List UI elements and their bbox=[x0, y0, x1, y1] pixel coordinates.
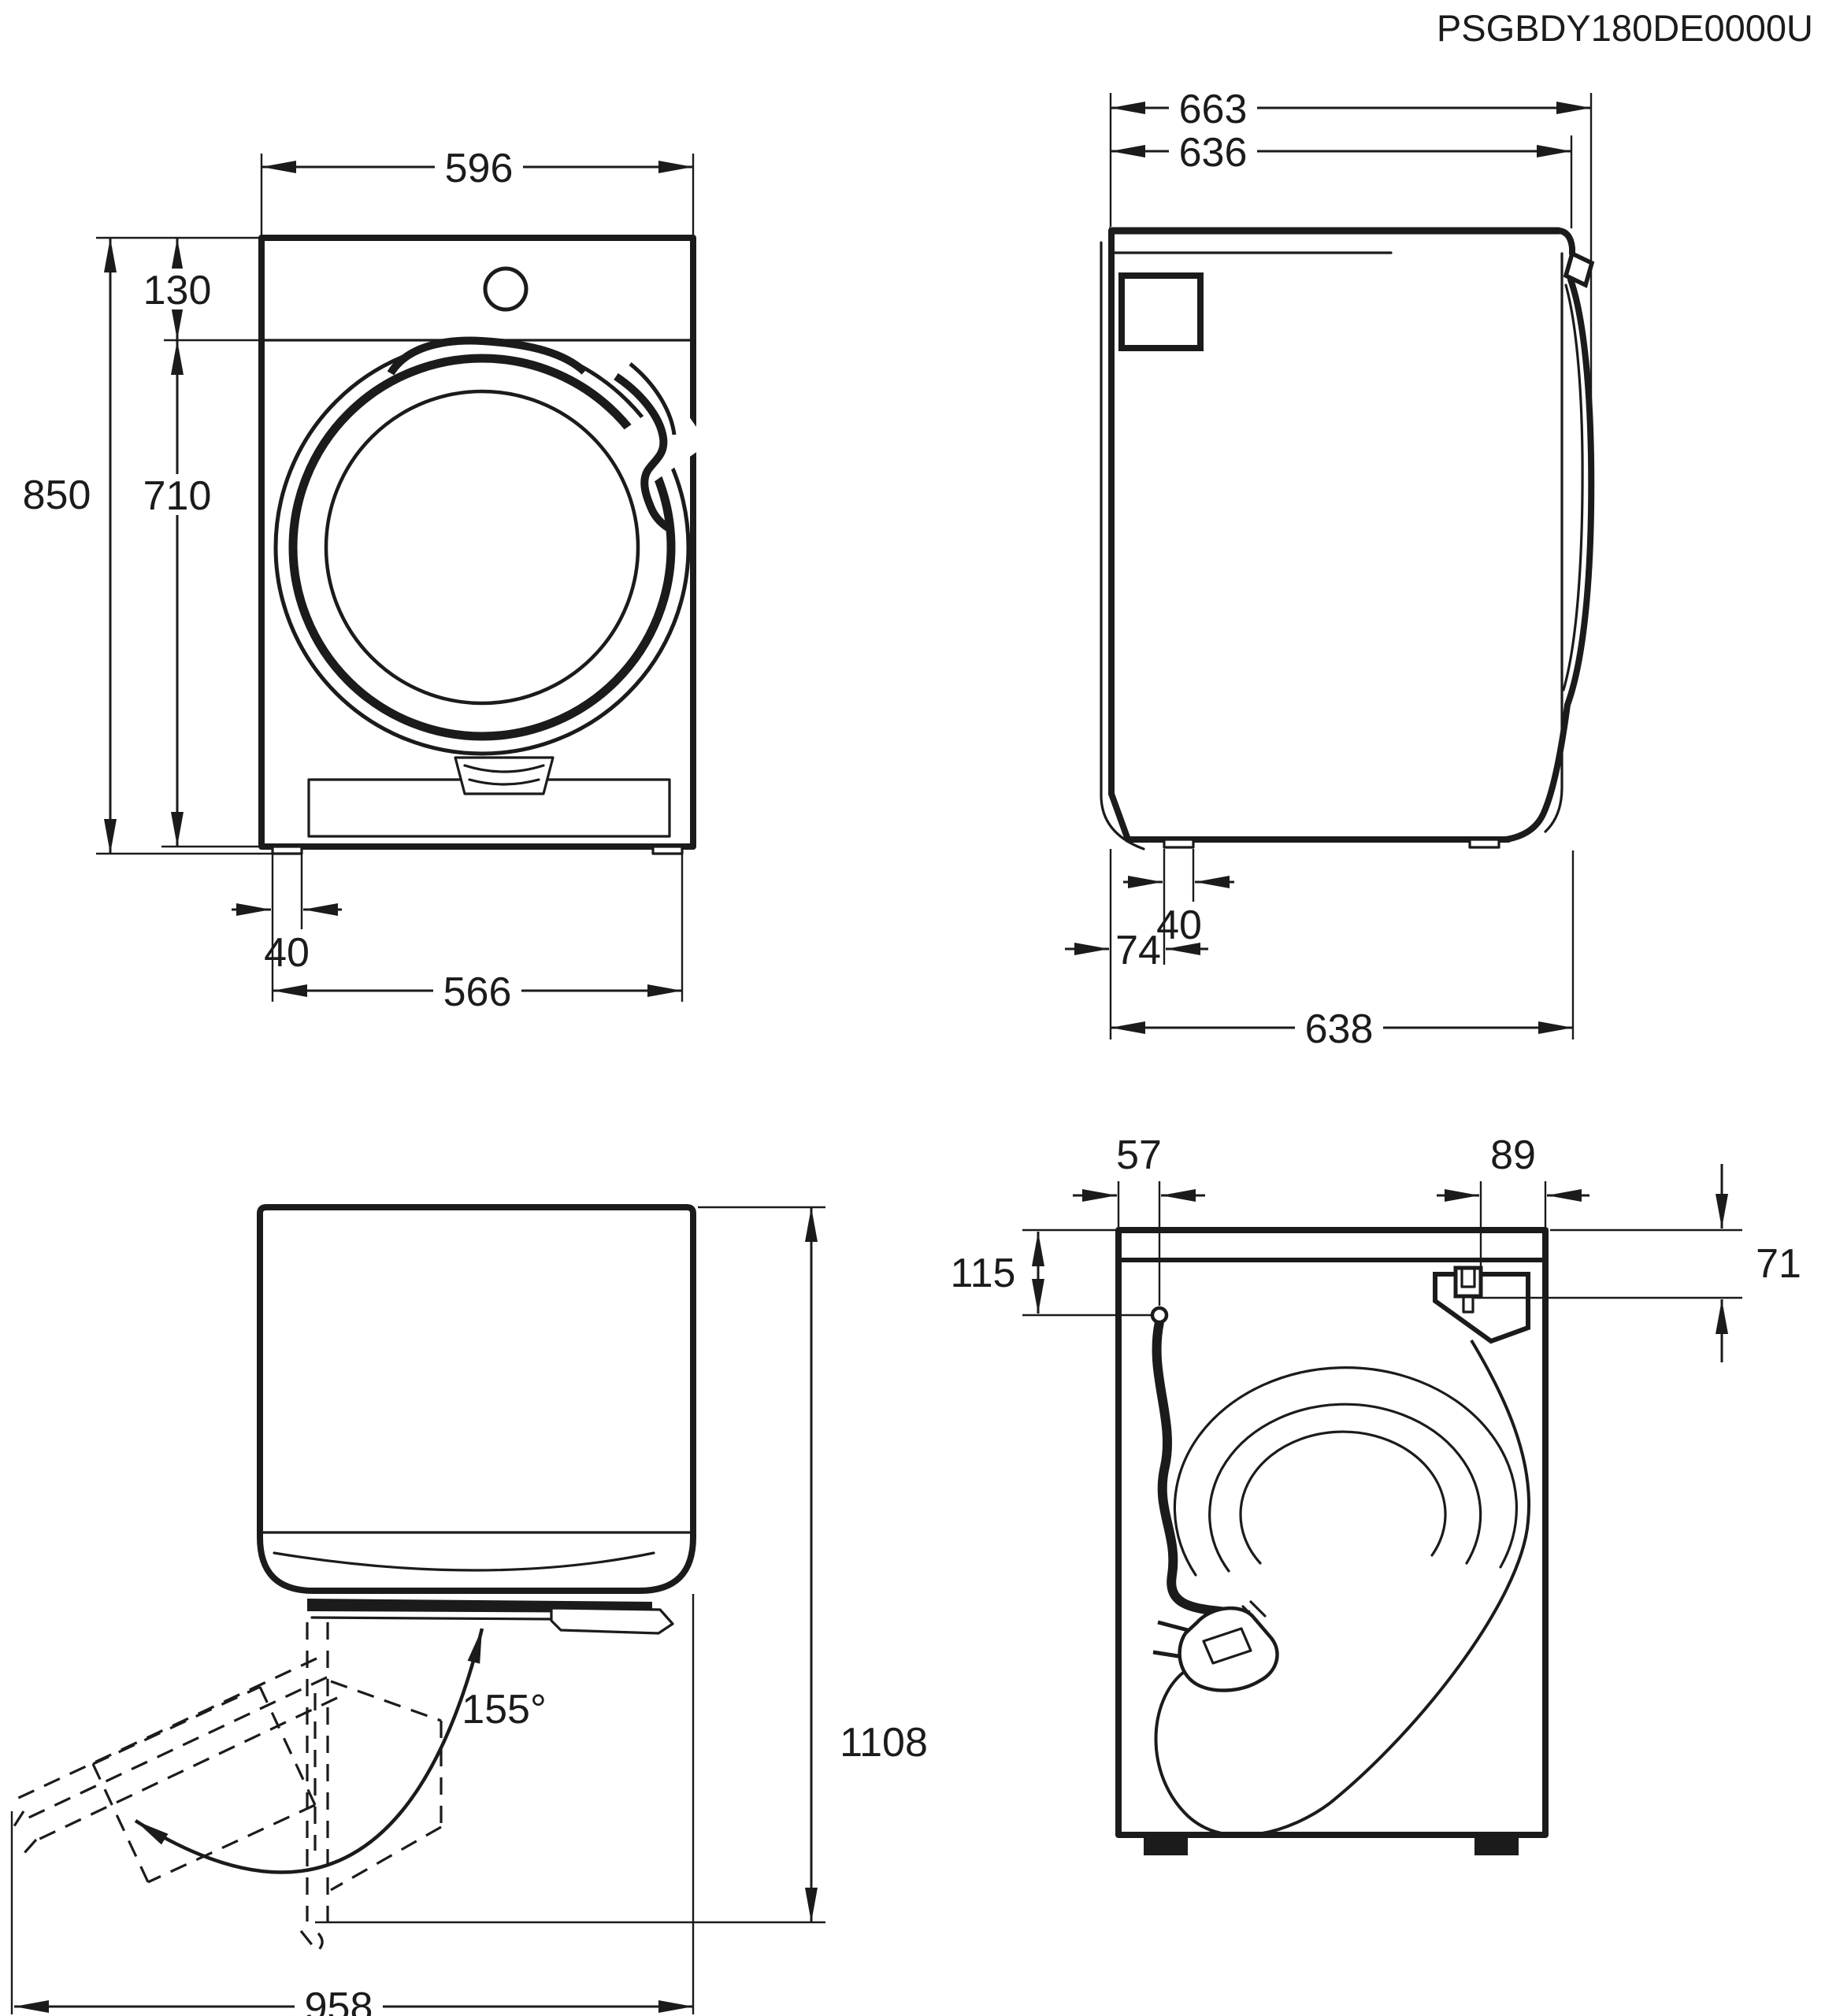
dim-rear-cord-from-top: 115 bbox=[951, 1228, 1151, 1317]
door-latch-notch bbox=[614, 372, 670, 532]
rear-cabinet-outline bbox=[1115, 1227, 1549, 1838]
dim-side-foot-width: 40 bbox=[1123, 849, 1234, 965]
dim-side-body-depth: 636 bbox=[1111, 130, 1573, 228]
dim-label-130: 130 bbox=[143, 268, 212, 313]
side-back-cover bbox=[1100, 241, 1145, 850]
front-right-foot bbox=[651, 845, 684, 855]
dim-label-636: 636 bbox=[1179, 130, 1248, 176]
dim-front-foot-width: 40 bbox=[232, 854, 342, 1002]
dim-front-total-height: 850 bbox=[23, 238, 277, 855]
dim-label-850: 850 bbox=[23, 472, 91, 518]
dim-label-1108: 1108 bbox=[840, 1720, 928, 1766]
drain-hose-connector bbox=[1453, 1266, 1483, 1299]
dim-label-40-front: 40 bbox=[264, 930, 310, 976]
dim-label-663: 663 bbox=[1179, 87, 1248, 132]
dim-label-958: 958 bbox=[305, 1984, 373, 2016]
dim-label-40-side: 40 bbox=[1156, 902, 1202, 948]
door-swing-arc bbox=[134, 1628, 484, 1874]
dim-label-71: 71 bbox=[1756, 1241, 1801, 1287]
dim-label-89: 89 bbox=[1490, 1132, 1536, 1178]
top-door-handle bbox=[550, 1606, 674, 1635]
dim-label-74: 74 bbox=[1115, 928, 1161, 973]
drain-hose bbox=[1154, 1339, 1530, 1837]
dim-front-feet-span: 566 bbox=[273, 854, 684, 1015]
dim-label-155deg: 155° bbox=[462, 1687, 547, 1732]
front-view: 596 130 710 850 40 bbox=[23, 146, 709, 1015]
part-number: PSGBDY180DE0000U bbox=[1437, 7, 1813, 49]
dim-label-638: 638 bbox=[1305, 1006, 1374, 1052]
power-cord bbox=[1152, 1321, 1251, 1620]
door-open-155-dashed bbox=[11, 1657, 338, 1884]
kick-panel-handle bbox=[454, 756, 555, 795]
dim-top-depth-door-open: 1108 bbox=[315, 1206, 928, 1924]
top-view-door-open: 155° 1108 958 bbox=[10, 1204, 928, 2016]
dim-label-566: 566 bbox=[443, 969, 512, 1015]
dim-top-width-door-open: 958 bbox=[10, 1594, 695, 2016]
rear-left-foot bbox=[1144, 1835, 1188, 1855]
front-left-foot bbox=[271, 845, 303, 855]
start-button bbox=[483, 266, 529, 312]
dim-side-rear-foot-offset: 74 bbox=[1065, 849, 1208, 1040]
door-top-shoulder bbox=[387, 336, 588, 376]
dim-side-depth-with-door: 663 bbox=[1109, 87, 1593, 441]
side-rear-foot bbox=[1163, 838, 1195, 849]
top-cabinet-outline bbox=[257, 1204, 696, 1594]
door bbox=[273, 336, 709, 756]
side-back-recess bbox=[1118, 272, 1204, 351]
side-front-foot bbox=[1468, 838, 1500, 849]
dim-rear-cord-from-left: 57 bbox=[1073, 1132, 1205, 1306]
dim-rear-drain-width: 89 bbox=[1437, 1132, 1589, 1292]
rear-drum-arcs bbox=[1173, 1366, 1519, 1577]
front-cabinet-outline bbox=[258, 235, 696, 850]
dim-label-710: 710 bbox=[143, 473, 212, 519]
dim-rear-drain-height: 71 bbox=[1474, 1164, 1801, 1362]
dim-label-115: 115 bbox=[951, 1251, 1016, 1296]
dim-side-base-depth: 638 bbox=[1111, 850, 1575, 1052]
cord-exit bbox=[1150, 1306, 1169, 1325]
side-front-face bbox=[1544, 252, 1563, 833]
dim-front-body-height: 710 bbox=[133, 340, 260, 848]
dim-label-596: 596 bbox=[445, 146, 514, 191]
rear-view: 57 89 115 71 bbox=[951, 1132, 1801, 1855]
rear-right-foot bbox=[1474, 1835, 1519, 1855]
power-plug bbox=[1152, 1600, 1279, 1692]
side-door-bulge bbox=[1564, 276, 1595, 708]
dim-front-panel-height: 130 bbox=[96, 236, 260, 342]
dim-label-57: 57 bbox=[1116, 1132, 1162, 1178]
side-view: 663 636 40 74 638 bbox=[1065, 87, 1595, 1052]
dim-front-width: 596 bbox=[260, 146, 695, 236]
